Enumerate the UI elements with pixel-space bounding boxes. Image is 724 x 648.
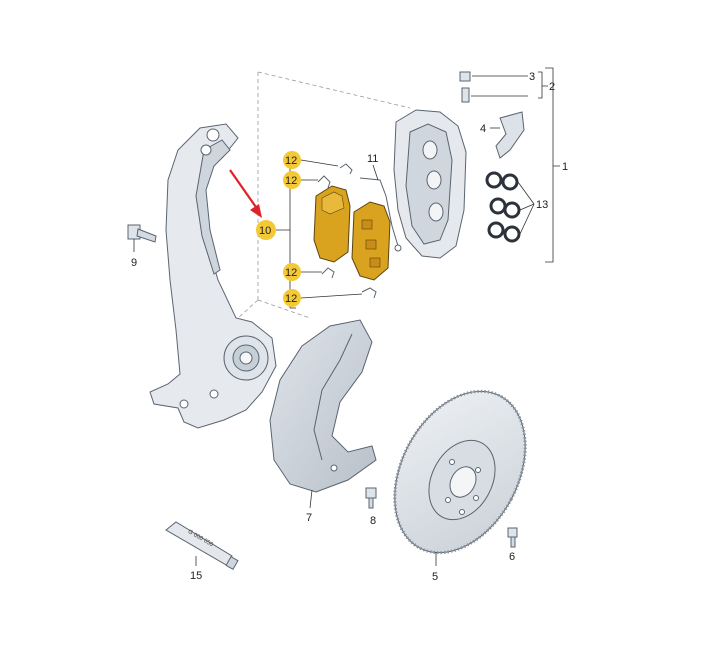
callout-12b: 12	[285, 175, 297, 187]
callout-12c: 12	[285, 267, 297, 279]
callout-1: 1	[562, 161, 568, 173]
red-arrow	[229, 169, 262, 218]
steering-knuckle	[149, 123, 277, 429]
brake-pad-inner	[313, 185, 351, 263]
callout-8: 8	[370, 515, 376, 527]
grease-tube-15: G 000 650	[165, 521, 239, 571]
wear-sensor-11	[359, 164, 402, 252]
splash-shield	[269, 319, 377, 509]
callout-3: 3	[529, 71, 535, 83]
bracket-2	[538, 71, 548, 99]
spring-clip-4	[490, 111, 525, 159]
callout-10: 10	[259, 225, 271, 237]
leader-13	[517, 181, 535, 235]
callout-13: 13	[536, 199, 548, 211]
callout-10-badge: 10	[256, 220, 276, 240]
callout-12a: 12	[285, 155, 297, 167]
callout-4: 4	[480, 123, 486, 135]
assembly-guide-lines	[237, 71, 411, 319]
seal-rings-13	[485, 171, 521, 243]
callout-15: 15	[190, 570, 202, 582]
bleeder-cap-3	[459, 71, 528, 82]
callout-12-badge-b: 12	[283, 171, 318, 189]
brake-caliper	[393, 109, 467, 259]
callout-5: 5	[432, 571, 438, 583]
bolt-8	[365, 487, 377, 509]
bolt-9	[127, 224, 157, 252]
callout-11: 11	[367, 153, 378, 165]
bracket-1	[545, 67, 560, 263]
bleeder-screw-2	[461, 87, 528, 103]
callout-12-badge-c: 12	[283, 263, 322, 281]
callout-7: 7	[306, 512, 312, 524]
callout-2: 2	[549, 81, 555, 93]
callout-6: 6	[509, 551, 515, 563]
callout-9: 9	[131, 257, 137, 269]
callout-12d: 12	[285, 293, 297, 305]
brake-pad-outer	[351, 201, 391, 281]
brake-disc	[393, 389, 527, 566]
screw-6	[507, 527, 518, 548]
callout-12-badge-a: 12	[283, 151, 339, 169]
callout-12-badge-d: 12	[283, 289, 363, 307]
pad-clips	[317, 163, 377, 299]
